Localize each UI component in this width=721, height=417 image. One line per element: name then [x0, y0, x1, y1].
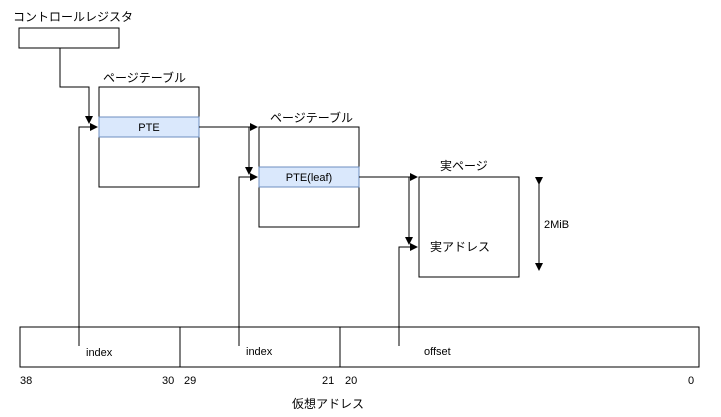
va-field-3	[339, 326, 700, 368]
index1-to-pte1-connector	[78, 123, 98, 346]
va-field-3-name: offset	[424, 346, 451, 358]
va-field-1-name: index	[86, 347, 113, 359]
page-table-1-label: ページテーブル	[103, 70, 186, 85]
bit-29: 29	[184, 375, 196, 387]
bit-21: 21	[322, 375, 334, 387]
va-field-2-name: index	[246, 346, 273, 358]
physical-page-label: 実ページ	[440, 158, 488, 173]
bit-20: 20	[345, 375, 357, 387]
physical-address-label: 実アドレス	[430, 239, 490, 254]
pte-1-label: PTE	[138, 122, 159, 134]
pte1-to-pt2-connector	[199, 126, 253, 175]
index2-to-pte2-connector	[238, 173, 258, 346]
virtual-address-label: 仮想アドレス	[292, 396, 364, 411]
physical-page-box	[418, 176, 520, 278]
page-table-2-label: ページテーブル	[270, 110, 353, 125]
va-field-1	[19, 326, 181, 368]
page-size-label: 2MiB	[544, 219, 569, 231]
bit-30: 30	[162, 375, 174, 387]
pte-2-label: PTE(leaf)	[286, 172, 332, 184]
control-register-box	[18, 27, 120, 49]
bit-38: 38	[20, 375, 32, 387]
va-field-2	[179, 326, 341, 368]
control-register-label: コントロールレジスタ	[13, 10, 133, 24]
bit-0: 0	[688, 375, 694, 387]
cr-to-pt1-connector	[59, 48, 93, 124]
offset-to-address-connector	[398, 243, 418, 346]
